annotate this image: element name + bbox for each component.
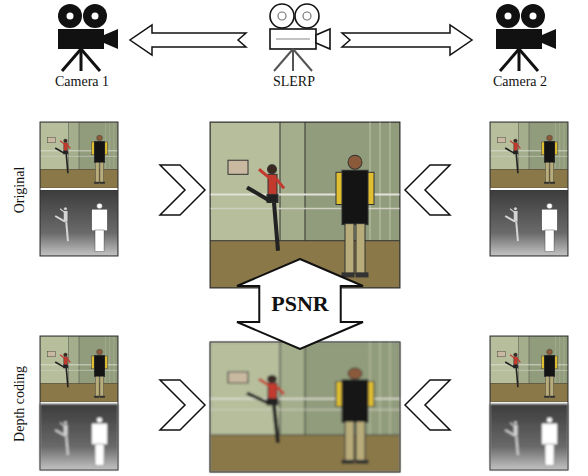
- interpolated-camera-node: SLERP: [252, 2, 336, 90]
- camera-icon: [252, 2, 336, 72]
- camera-icon: [478, 2, 562, 72]
- psnr-double-arrow: PSNR: [236, 258, 364, 350]
- block-arrow: [130, 25, 246, 55]
- camera-caption: Camera 1: [55, 74, 109, 90]
- row-label: Depth coding: [12, 366, 28, 442]
- block-arrow: [342, 25, 472, 55]
- camera-icon: [40, 2, 124, 72]
- camera-caption: Camera 2: [493, 74, 547, 90]
- camera-caption: SLERP: [273, 74, 315, 90]
- metric-label: PSNR: [271, 291, 328, 317]
- camera-node: Camera 1: [40, 2, 124, 90]
- camera-node: Camera 2: [478, 2, 562, 90]
- row-label: Original: [12, 167, 28, 214]
